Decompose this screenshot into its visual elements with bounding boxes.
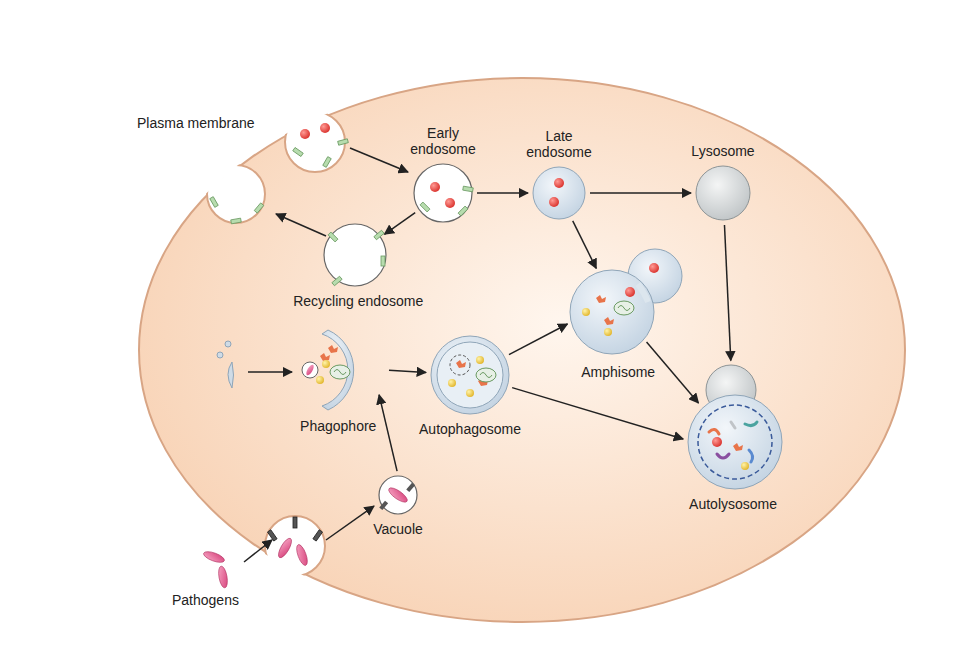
part-label: Pathogens [172, 592, 239, 608]
organelle-node: Autophagosome [430, 335, 510, 415]
flow-arrow [379, 395, 397, 471]
organelle-node: Autolysosome [687, 362, 783, 490]
organelle-label: Late endosome [524, 128, 594, 160]
organelle-node: Amphisome [566, 246, 682, 358]
organelle-node: Recycling endosome [323, 223, 387, 287]
organelle-node: Vacuole [378, 475, 418, 515]
organelle-shape [323, 223, 387, 287]
organelle-shape [695, 165, 751, 221]
organelle-label: Vacuole [373, 521, 423, 537]
flow-arrow [384, 213, 415, 235]
organelle-label: Autolysosome [689, 496, 777, 512]
organelle-label: Amphisome [581, 364, 655, 380]
organelle-shape [687, 362, 783, 490]
flow-arrow [512, 388, 683, 439]
flow-arrow [573, 221, 597, 269]
flow-arrow [590, 192, 691, 194]
flow-arrow [389, 370, 426, 372]
part-label: Plasma membrane [137, 115, 255, 131]
organelle-label: Early endosome [408, 125, 478, 157]
organelle-shape [532, 166, 586, 220]
organelle-shape [378, 475, 418, 515]
organelle-node: Phagophore [300, 328, 385, 412]
organelle-label: Phagophore [300, 418, 376, 434]
flow-arrow [724, 225, 730, 361]
organelle-label: Autophagosome [419, 421, 521, 437]
organelle-label: Lysosome [691, 143, 754, 159]
organelle-shape [300, 328, 385, 412]
organelle-node: Early endosome [413, 163, 473, 223]
organelle-node: Late endosome [532, 166, 586, 220]
flow-arrow [509, 324, 567, 355]
organelle-node: Lysosome [695, 165, 751, 221]
flow-arrow [477, 192, 528, 194]
organelle-shape [413, 163, 473, 223]
organelle-shape [430, 335, 510, 415]
organelle-label: Recycling endosome [293, 293, 423, 309]
organelle-shape [566, 246, 682, 358]
